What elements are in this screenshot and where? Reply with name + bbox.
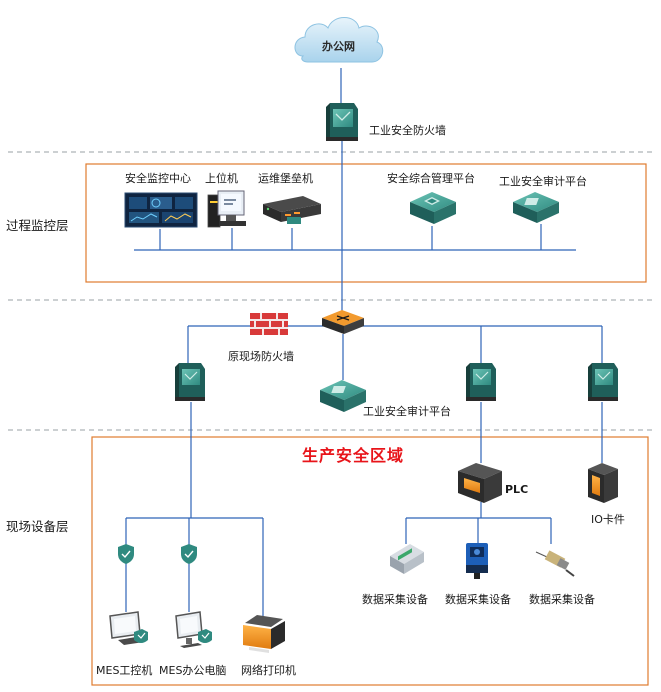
monitor-center-label: 安全监控中心 bbox=[125, 172, 191, 185]
office-network-cloud-icon bbox=[294, 17, 384, 63]
field-layer-label: 现场设备层 bbox=[6, 519, 69, 534]
audit-platform-mid-icon bbox=[320, 380, 366, 412]
process-layer-label: 过程监控层 bbox=[6, 218, 69, 233]
mes-office-computer-icon bbox=[175, 611, 212, 648]
mes-workstation-icon bbox=[109, 611, 148, 645]
network-printer-label: 网络打印机 bbox=[241, 664, 296, 677]
audit-platform-top-label: 工业安全审计平台 bbox=[499, 175, 587, 188]
production-zone-box bbox=[91, 436, 649, 686]
core-switch-icon bbox=[322, 310, 364, 334]
daq-2-label: 数据采集设备 bbox=[445, 593, 511, 606]
bastion-host-label: 运维堡垒机 bbox=[258, 172, 313, 185]
io-card-icon bbox=[588, 463, 618, 503]
legacy-firewall-icon bbox=[250, 313, 288, 335]
shield-icon bbox=[181, 544, 197, 564]
mgmt-platform-label: 安全综合管理平台 bbox=[387, 172, 475, 185]
bastion-host-icon bbox=[263, 196, 321, 224]
mes-workstation-label: MES工控机 bbox=[96, 664, 153, 677]
industrial-firewall-label: 工业安全防火墙 bbox=[369, 124, 446, 137]
shield-icon bbox=[118, 544, 134, 564]
industrial-firewall-icon bbox=[326, 103, 358, 141]
upper-computer-icon bbox=[207, 190, 246, 228]
daq-3-label: 数据采集设备 bbox=[529, 593, 595, 606]
production-zone-title: 生产安全区域 bbox=[302, 446, 405, 465]
field-firewall-plc-icon bbox=[466, 363, 496, 401]
daq-1-label: 数据采集设备 bbox=[362, 593, 428, 606]
connection-lines bbox=[125, 68, 603, 616]
audit-platform-mid-label: 工业安全审计平台 bbox=[363, 405, 451, 418]
network-printer-icon bbox=[243, 615, 285, 653]
data-acquisition-device-1-icon bbox=[390, 544, 424, 574]
security-monitor-center-icon bbox=[124, 192, 198, 228]
legacy-firewall-label: 原现场防火墙 bbox=[228, 350, 294, 363]
security-management-platform-icon bbox=[410, 192, 456, 224]
plc-icon bbox=[458, 463, 502, 503]
field-firewall-io-icon bbox=[588, 363, 618, 401]
data-acquisition-device-2-icon bbox=[466, 543, 488, 579]
process-monitoring-box bbox=[85, 163, 647, 283]
office-network-label: 办公网 bbox=[322, 40, 355, 53]
data-acquisition-device-3-icon bbox=[535, 550, 575, 577]
plc-label: PLC bbox=[505, 483, 529, 496]
io-card-label: IO卡件 bbox=[591, 513, 625, 526]
upper-computer-label: 上位机 bbox=[205, 172, 238, 185]
audit-platform-top-icon bbox=[513, 192, 559, 223]
field-firewall-left-icon bbox=[175, 363, 205, 401]
mes-office-pc-label: MES办公电脑 bbox=[159, 664, 227, 677]
